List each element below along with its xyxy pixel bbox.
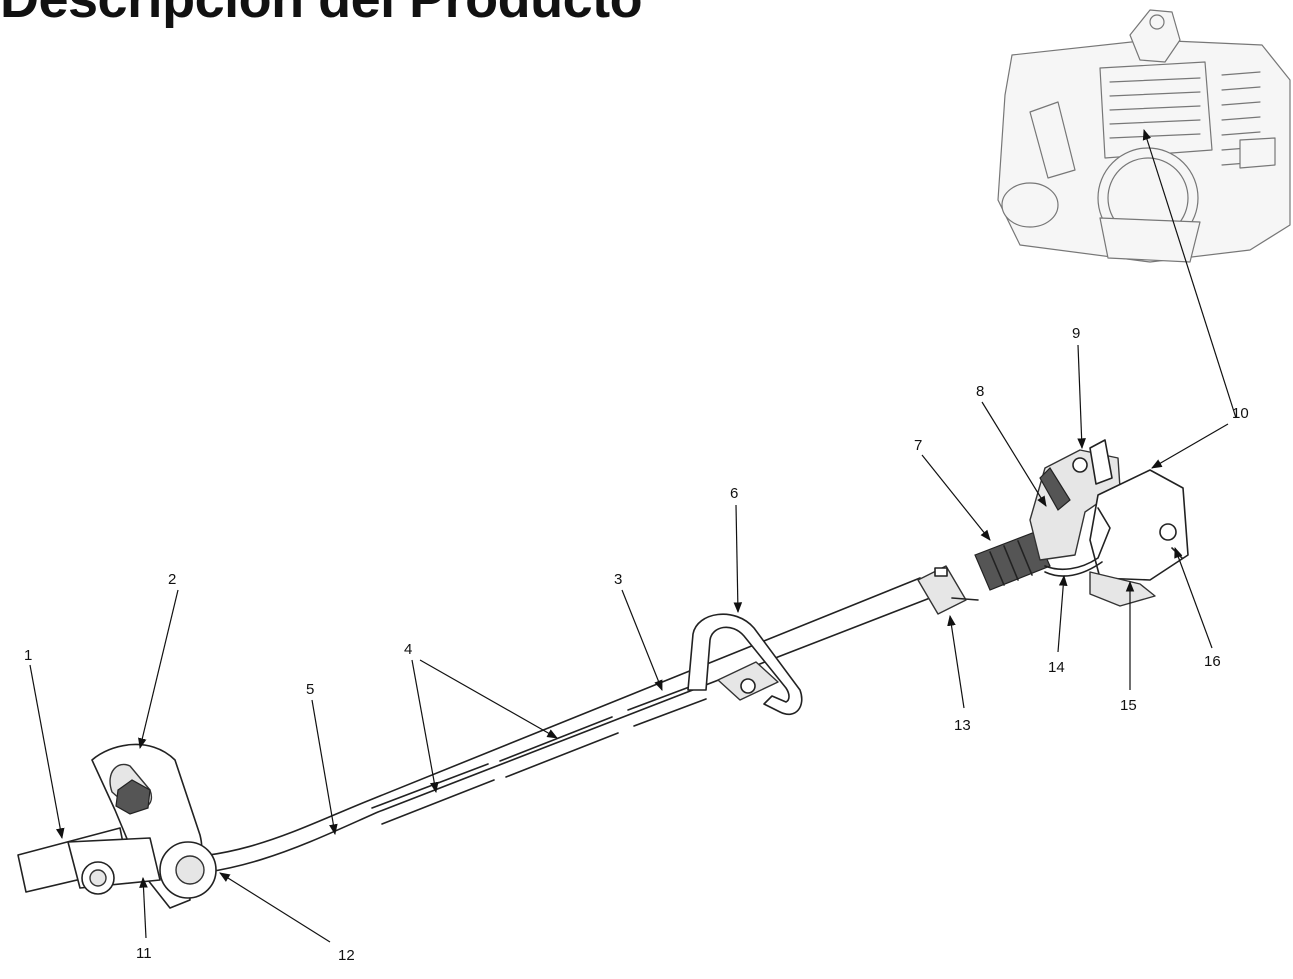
- callout-6: 6: [730, 485, 738, 502]
- callout-16: 16: [1204, 653, 1221, 670]
- leader-9: [1077, 344, 1086, 450]
- callout-2: 2: [168, 571, 176, 588]
- leader-4b: [419, 659, 558, 739]
- callout-10: 10: [1232, 405, 1249, 422]
- callout-14: 14: [1048, 659, 1065, 676]
- callout-1: 1: [24, 647, 32, 664]
- leader-10a: [1142, 128, 1237, 419]
- engine-detail-illustration: [997, 9, 1291, 263]
- callout-7: 7: [914, 437, 922, 454]
- callout-13: 13: [954, 717, 971, 734]
- callout-11: 11: [136, 945, 152, 962]
- leader-5: [311, 699, 338, 836]
- leader-6: [733, 504, 743, 614]
- leader-lines: [29, 128, 1237, 943]
- leader-12: [219, 872, 331, 943]
- leader-7: [921, 454, 991, 541]
- leader-16: [1174, 546, 1213, 649]
- leader-14: [1057, 574, 1068, 653]
- leader-4a: [411, 659, 439, 794]
- callout-3: 3: [614, 571, 622, 588]
- leader-10b: [1151, 423, 1229, 469]
- callout-15: 15: [1120, 697, 1137, 714]
- main-product-illustration: [17, 439, 1189, 909]
- leader-8: [981, 401, 1047, 507]
- callout-4: 4: [404, 641, 412, 658]
- callout-numbers: 1 2 3 4 5 6 7 8 9 10 11 12 13 14 15 16: [24, 325, 1249, 964]
- leader-1: [29, 664, 65, 840]
- callout-8: 8: [976, 383, 984, 400]
- callout-9: 9: [1072, 325, 1080, 342]
- callout-5: 5: [306, 681, 314, 698]
- leader-3: [621, 589, 663, 692]
- callout-12: 12: [338, 947, 355, 964]
- leader-2: [138, 589, 179, 750]
- leader-11: [139, 876, 148, 939]
- page-title: Descripción del Producto: [0, 0, 643, 30]
- leader-13: [947, 614, 965, 709]
